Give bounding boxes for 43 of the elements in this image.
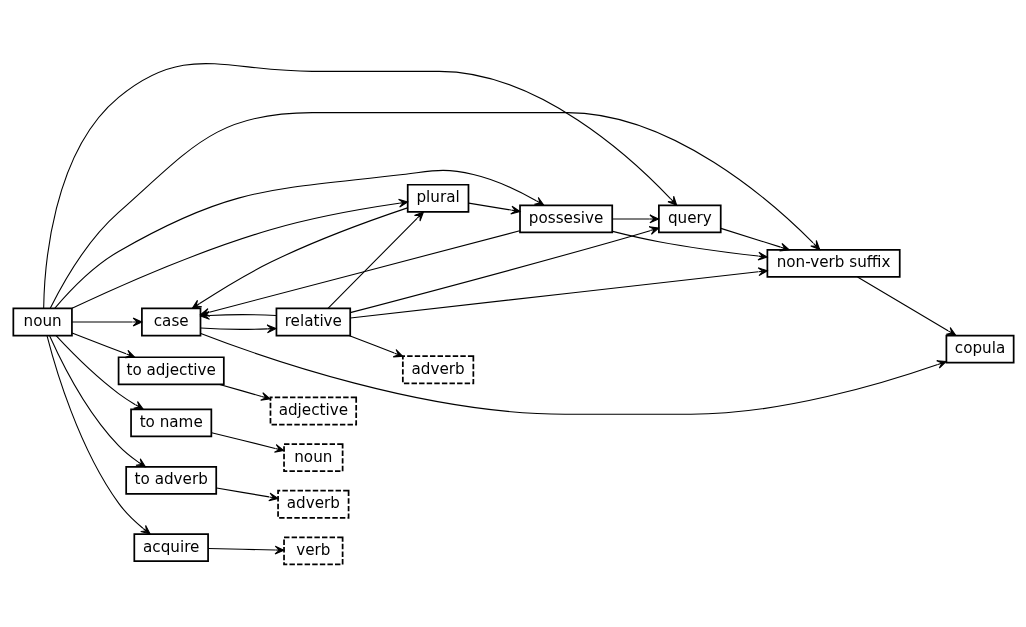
arrow bbox=[348, 334, 403, 357]
arrow bbox=[199, 310, 276, 320]
arrow bbox=[48, 334, 146, 467]
node-box: relative bbox=[275, 307, 351, 336]
arrow bbox=[611, 213, 659, 223]
arrow bbox=[42, 62, 677, 309]
arrow bbox=[467, 202, 520, 214]
node-box: adverb bbox=[276, 489, 349, 519]
node-box: copula bbox=[945, 334, 1015, 364]
arrow bbox=[191, 206, 408, 309]
arrow bbox=[53, 169, 544, 309]
arrow bbox=[856, 275, 956, 336]
node-box: case bbox=[140, 307, 201, 336]
arrow bbox=[71, 317, 142, 326]
arrow bbox=[215, 486, 279, 501]
arrow bbox=[199, 323, 276, 333]
node-box: acquire bbox=[132, 532, 209, 562]
node-box: to name bbox=[129, 407, 212, 437]
arrow bbox=[46, 334, 150, 534]
arrow bbox=[611, 230, 768, 261]
arrow bbox=[326, 211, 424, 309]
node-box: adjective bbox=[269, 396, 357, 425]
node-box: non-verb suffix bbox=[766, 248, 901, 278]
arrow bbox=[55, 334, 144, 410]
arrow bbox=[349, 266, 768, 318]
arrow bbox=[71, 198, 408, 309]
node-box: noun bbox=[282, 442, 343, 472]
arrow bbox=[49, 111, 820, 309]
arrow bbox=[210, 431, 284, 453]
node-box: plural bbox=[406, 183, 469, 213]
arrow bbox=[349, 225, 659, 313]
arrow bbox=[199, 332, 947, 415]
arrow bbox=[71, 331, 135, 358]
node-box: to adverb bbox=[124, 465, 217, 495]
node-box: adverb bbox=[401, 354, 474, 384]
node-box: verb bbox=[282, 536, 343, 565]
node-box: query bbox=[657, 204, 722, 233]
arrow bbox=[207, 545, 284, 554]
node-box: to adjective bbox=[117, 355, 225, 385]
node-box: possesive bbox=[518, 204, 613, 233]
arrow bbox=[719, 227, 790, 251]
arrow bbox=[218, 383, 271, 401]
node-box: noun bbox=[11, 307, 73, 336]
